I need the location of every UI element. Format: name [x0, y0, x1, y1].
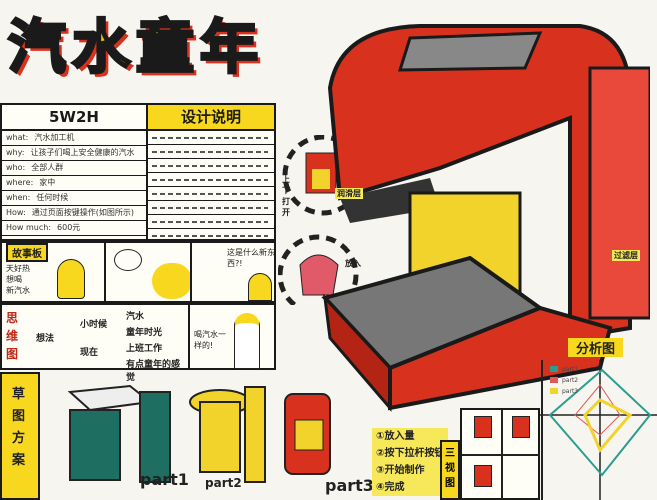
sketch-label-box: 草图方案	[0, 372, 40, 500]
table-row: when: 任何时候	[2, 191, 146, 206]
part3-label: part3	[325, 476, 374, 495]
table-5w2h-header: 5W2H	[2, 105, 146, 131]
storyboard-label: 故事板	[6, 243, 48, 262]
row-key: How:	[6, 208, 26, 217]
view-side	[512, 416, 530, 438]
mindmap-node: 现在	[80, 348, 99, 358]
row-key: How much:	[6, 223, 52, 232]
row-key: where:	[6, 178, 34, 187]
three-view-grid	[460, 408, 540, 500]
mindmap: 思维图 想法 小时候 现在 汽水 童年时光 上班工作 有点童年的感觉	[0, 303, 190, 383]
storyboard: 故事板 天好热 想喝 新汽水 这是什么新东西?!	[0, 241, 276, 303]
row-value: 全部人群	[31, 163, 64, 172]
legend-item: part1	[562, 366, 579, 373]
part2-label: part2	[205, 476, 242, 490]
row-value: 任何时候	[36, 193, 69, 202]
mindmap-label: 思维图	[6, 311, 19, 361]
legend-item: part2	[562, 377, 579, 384]
steps-list: ①放入量 ②按下拉杆按钮 ③开始制作 ④完成	[372, 428, 449, 496]
story-text: 这是什么新东西?!	[227, 248, 275, 268]
step-item: ③开始制作	[376, 465, 425, 476]
row-key: what:	[6, 133, 29, 142]
legend-swatch	[550, 388, 558, 394]
story-text: 想喝	[6, 275, 22, 284]
table-row: who: 全部人群	[2, 161, 146, 176]
series-part3	[583, 398, 633, 453]
row-value: 家中	[39, 178, 56, 187]
callout-filter: 过滤层	[612, 250, 640, 261]
row-key: why:	[6, 148, 25, 157]
mindmap-node: 上班工作	[126, 344, 163, 354]
design-notes: 设计说明	[146, 103, 276, 241]
mindmap-node: 汽水	[126, 312, 145, 322]
row-key: who:	[6, 163, 26, 172]
callout-lube: 润滑层	[335, 188, 363, 199]
table-row: How much: 600元	[2, 221, 146, 236]
mindmap-node: 童年时光	[126, 328, 163, 338]
mindmap-node: 有点童年的感觉	[126, 360, 181, 383]
row-value: 通过页面按键操作(如图所示)	[31, 208, 134, 217]
sketch-drawings	[67, 384, 331, 483]
part1-label: part1	[140, 470, 189, 489]
soda-machine-drawing	[321, 24, 650, 413]
part2-sketch	[189, 386, 266, 483]
radar-chart	[540, 360, 657, 500]
table-5w2h: 5W2H what: 汽水加工机 why: 让孩子们喝上安全健康的汽水 who: 全部人群…	[0, 103, 148, 241]
design-notes-header: 设计说明	[148, 105, 274, 131]
callout-insert: 放入	[345, 259, 361, 268]
part1-sketch	[67, 384, 171, 483]
mindmap-root: 想法	[36, 334, 55, 344]
row-value: 汽水加工机	[34, 133, 75, 142]
table-row: why: 让孩子们喝上安全健康的汽水	[2, 146, 146, 161]
analysis-label: 分析图	[568, 338, 624, 357]
legend: part1 part2 part3	[562, 364, 578, 397]
poster-title: 汽水童年	[6, 12, 265, 83]
thought-bubble-icon	[114, 249, 142, 271]
legend-swatch	[550, 377, 558, 383]
boy-back-figure	[152, 263, 192, 299]
sketch-label: 草图方案	[12, 387, 26, 468]
legend-item: part3	[562, 388, 579, 395]
row-value: 600元	[57, 223, 81, 232]
series-part1	[548, 368, 652, 477]
step-item: ④完成	[376, 482, 405, 493]
boy-figure	[234, 313, 260, 369]
story-text: 天好热	[6, 264, 30, 273]
mindmap-node: 小时候	[80, 320, 108, 330]
boy-figure	[248, 273, 272, 301]
series-part2	[574, 384, 621, 436]
part3-sketch	[284, 393, 331, 475]
row-key: when:	[6, 193, 31, 202]
story-text: 喝汽水一样的!	[194, 330, 226, 350]
table-row: How: 通过页面按键操作(如图所示)	[2, 206, 146, 221]
step-item: ②按下拉杆按钮	[376, 448, 445, 459]
three-view-label: 三视图	[440, 440, 460, 500]
story-text: 新汽水	[6, 286, 30, 295]
storyboard-panel-4: 喝汽水一样的!	[188, 303, 276, 370]
table-row: where: 家中	[2, 176, 146, 191]
view-front	[474, 416, 492, 438]
row-value: 让孩子们喝上安全健康的汽水	[30, 148, 135, 157]
boy-figure	[57, 259, 85, 299]
legend-swatch	[550, 366, 558, 372]
callout-open: 上下打开	[282, 175, 290, 217]
step-item: ①放入量	[376, 431, 415, 442]
table-row: what: 汽水加工机	[2, 131, 146, 146]
view-top	[474, 465, 492, 487]
